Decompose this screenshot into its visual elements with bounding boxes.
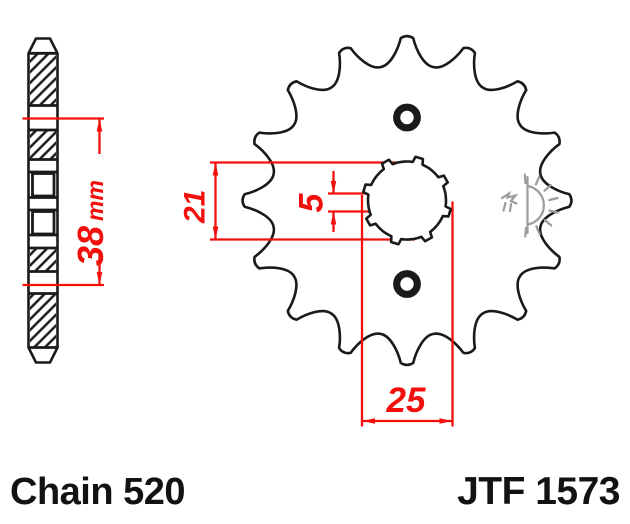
side-view	[27, 37, 59, 364]
part-number-label: JTF 1573	[457, 470, 620, 513]
dimension-annotations: 38 mm 21 5 25	[22, 117, 454, 427]
bore-section-block	[31, 172, 56, 198]
bore-section-block	[31, 210, 56, 236]
front-view: 38 mm 21 5 25	[22, 34, 573, 427]
hatch-region	[30, 248, 56, 272]
hatch-region	[30, 53, 56, 106]
dim-value-38: 38	[70, 226, 111, 266]
jt-sun-watermark-icon	[500, 173, 559, 238]
spline-bore-outline	[362, 155, 452, 246]
chain-size-label: Chain 520	[10, 471, 186, 513]
dim-text-5: 5	[293, 193, 331, 213]
dim-unit-mm: mm	[82, 180, 108, 221]
bolt-hole-top	[393, 103, 421, 132]
section-boundary-lines	[28, 51, 58, 349]
dimension-arrowheads	[96, 118, 453, 424]
dim-text-21: 21	[179, 190, 212, 224]
hatch-region	[30, 130, 56, 160]
dim-text-38mm: 38 mm	[70, 180, 111, 266]
bolt-hole-bottom	[393, 270, 421, 298]
hatch-region	[30, 293, 56, 348]
dim-text-25: 25	[386, 381, 426, 420]
